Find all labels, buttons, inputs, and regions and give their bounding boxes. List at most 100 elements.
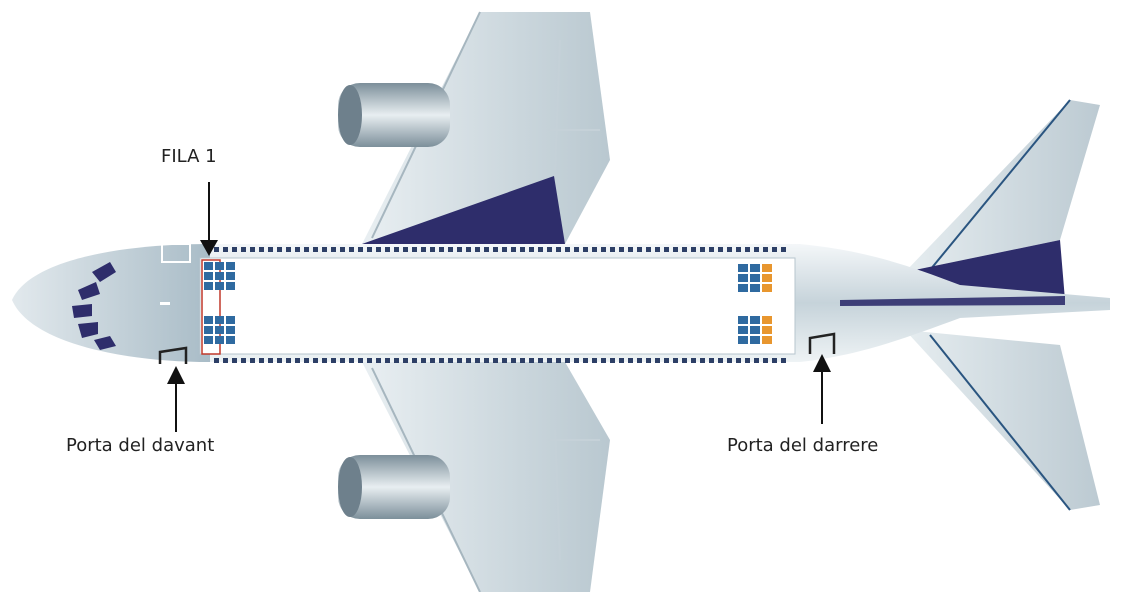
cabin-window — [520, 247, 525, 252]
cabin-window — [286, 358, 291, 363]
cabin-window — [295, 247, 300, 252]
cabin-window — [358, 358, 363, 363]
cabin-window — [412, 358, 417, 363]
seat — [226, 272, 235, 280]
rear-seats — [738, 264, 772, 344]
cabin-window — [619, 247, 624, 252]
seat — [762, 284, 772, 292]
cabin-window — [259, 358, 264, 363]
cabin-window — [232, 247, 237, 252]
cabin-window — [655, 247, 660, 252]
cabin-window — [349, 358, 354, 363]
cabin-window — [781, 358, 786, 363]
seat — [750, 274, 760, 282]
cabin-window — [322, 358, 327, 363]
cabin-window — [475, 247, 480, 252]
cabin-window — [313, 247, 318, 252]
cabin-window — [250, 358, 255, 363]
seat — [204, 282, 213, 290]
rear-door-arrow — [813, 354, 831, 424]
cabin-window — [565, 247, 570, 252]
cabin-window — [367, 247, 372, 252]
seat — [226, 326, 235, 334]
seat — [215, 336, 224, 344]
seat — [215, 316, 224, 324]
cabin-window — [727, 247, 732, 252]
cabin-window — [718, 247, 723, 252]
cabin-window — [376, 247, 381, 252]
front-door-icon — [158, 346, 188, 364]
cabin-window — [592, 247, 597, 252]
cabin-window — [502, 358, 507, 363]
cabin-window — [493, 247, 498, 252]
cabin-window — [763, 247, 768, 252]
cabin-window — [340, 247, 345, 252]
seat — [215, 262, 224, 270]
cabin-window — [556, 358, 561, 363]
cabin-window — [601, 358, 606, 363]
cabin-window — [763, 358, 768, 363]
upper-wing — [362, 11, 610, 244]
cabin-window — [349, 247, 354, 252]
seat — [204, 336, 213, 344]
rear-door-label: Porta del darrere — [727, 435, 879, 456]
cabin-window — [772, 358, 777, 363]
seat — [762, 274, 772, 282]
cabin-window — [664, 247, 669, 252]
cabin-window — [331, 358, 336, 363]
cabin-window — [457, 247, 462, 252]
cabin-window — [682, 358, 687, 363]
cabin-window — [403, 358, 408, 363]
cabin-window — [520, 358, 525, 363]
seat — [738, 316, 748, 324]
cabin-window — [259, 247, 264, 252]
cockpit-windows — [72, 243, 191, 350]
cabin-window — [700, 358, 705, 363]
cabin-window — [673, 247, 678, 252]
seat — [204, 316, 213, 324]
cabin-window — [367, 358, 372, 363]
cabin-window — [664, 358, 669, 363]
cabin-window — [619, 358, 624, 363]
seat — [204, 272, 213, 280]
cabin-window — [304, 247, 309, 252]
cabin-window — [394, 358, 399, 363]
cabin-window — [547, 247, 552, 252]
cabin-window — [655, 358, 660, 363]
seat — [738, 326, 748, 334]
seat — [738, 284, 748, 292]
seat — [762, 326, 772, 334]
cabin-window — [628, 247, 633, 252]
lower-engine — [338, 455, 450, 519]
front-seats — [201, 259, 235, 355]
cabin-window — [610, 247, 615, 252]
seat — [762, 316, 772, 324]
cabin-window — [250, 247, 255, 252]
cabin-window — [583, 247, 588, 252]
seat — [215, 282, 224, 290]
cabin-window — [781, 247, 786, 252]
cabin-window — [574, 358, 579, 363]
cabin-window — [745, 358, 750, 363]
tail-upper-stabilizer — [900, 99, 1100, 300]
upper-engine — [338, 83, 450, 147]
cabin-window — [727, 358, 732, 363]
cabin-window — [223, 358, 228, 363]
seat — [750, 326, 760, 334]
cabin-window — [403, 247, 408, 252]
cabin-window — [736, 358, 741, 363]
seat — [750, 284, 760, 292]
cabin-window — [484, 247, 489, 252]
cabin-window — [547, 358, 552, 363]
cabin-window — [637, 247, 642, 252]
row1-arrow — [200, 182, 218, 256]
cabin-window — [700, 247, 705, 252]
cabin-window — [277, 247, 282, 252]
seat — [215, 326, 224, 334]
cabin-window — [538, 247, 543, 252]
cabin-window — [529, 358, 534, 363]
seat — [762, 264, 772, 272]
cabin-window — [304, 358, 309, 363]
seat — [226, 336, 235, 344]
cabin-window — [286, 247, 291, 252]
